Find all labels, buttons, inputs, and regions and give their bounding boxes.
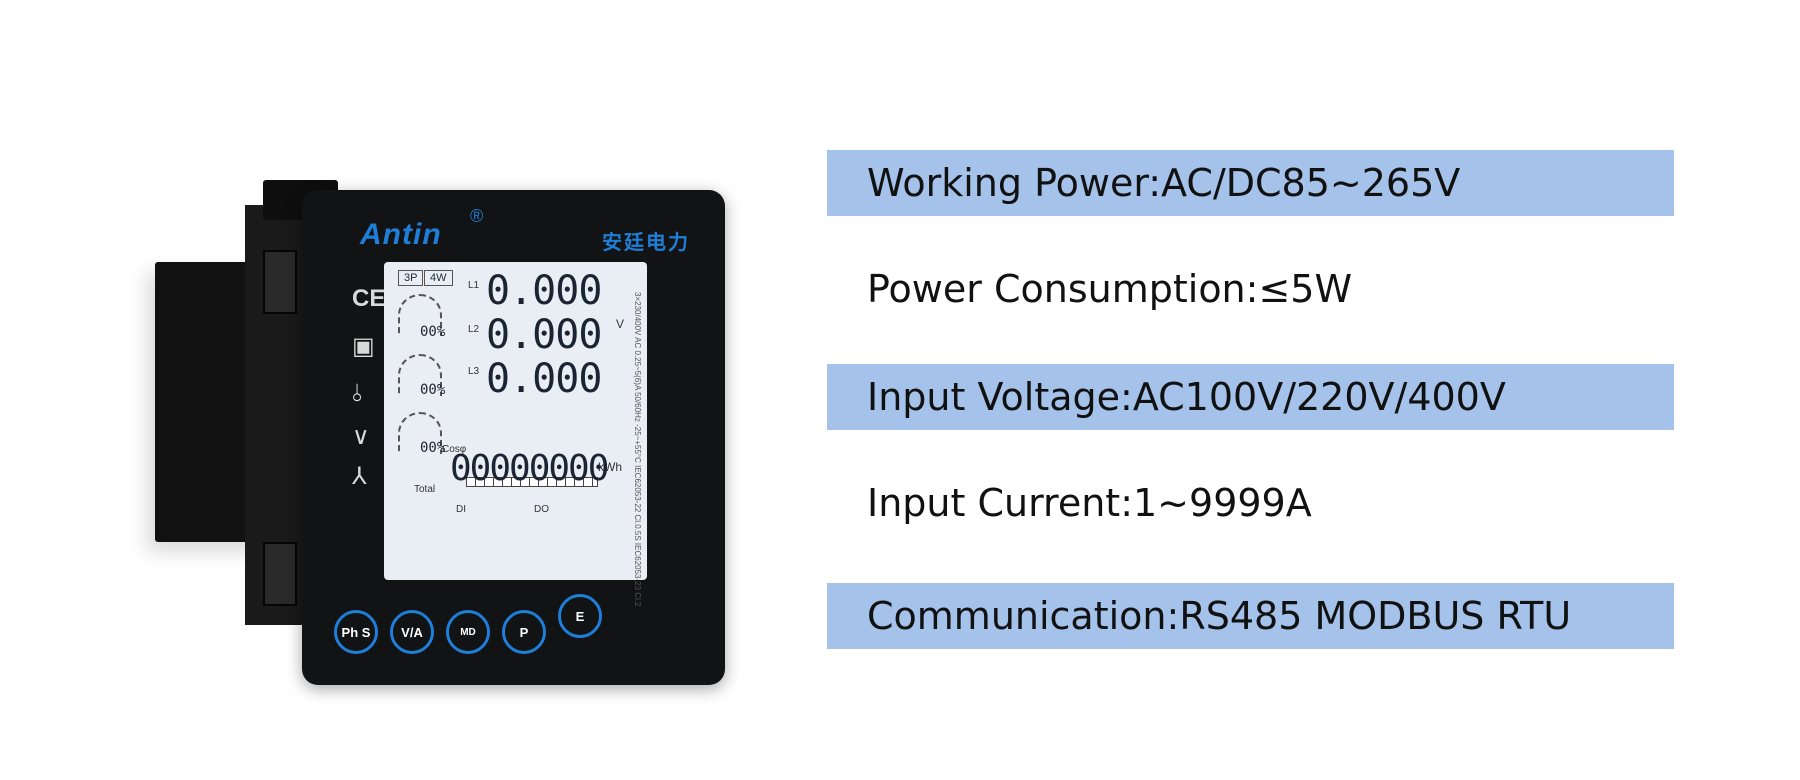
cos-phi-bar bbox=[466, 477, 598, 487]
do-label: DO bbox=[534, 504, 549, 515]
registered-mark: ® bbox=[470, 206, 485, 226]
line-label-l1: L1 bbox=[468, 280, 480, 291]
spec-row-communication: Communication:RS485 MODBUS RTU bbox=[827, 583, 1674, 649]
reading-l3: 0.000 bbox=[486, 356, 602, 402]
brand-logo: Antin ® bbox=[360, 206, 483, 252]
spec-communication: Communication:RS485 MODBUS RTU bbox=[867, 594, 1572, 638]
lcd-display: 3P 4W L1 L2 L3 0.000 0.000 0.000 V 00% 0… bbox=[384, 262, 647, 607]
energy-label: E bbox=[575, 608, 585, 624]
power-button[interactable]: P bbox=[502, 610, 546, 654]
meter-front-panel: Antin ® 安廷电力 CE ▣ ⫰ ∨ ⅄ 3P 4W L1 L2 L3 0… bbox=[302, 190, 725, 685]
line-label-l3: L3 bbox=[468, 366, 480, 377]
di-label: DI bbox=[456, 504, 466, 515]
phase-tag: 3P bbox=[398, 270, 424, 286]
pct-2: 00% bbox=[420, 382, 446, 398]
double-insulation-icon: ▣ bbox=[352, 333, 375, 360]
pct-1: 00% bbox=[420, 324, 446, 340]
mounting-clip-lower bbox=[263, 542, 297, 606]
rated-spec-text: 3×230/400V AC 0.25~5(6)A 50/60Hz -25~+55… bbox=[633, 292, 642, 607]
spec-power-consumption: Power Consumption:≤5W bbox=[867, 267, 1353, 311]
volt-amp-label: V/A bbox=[401, 624, 423, 640]
spec-row-input-current: Input Current:1~9999A bbox=[827, 470, 1674, 536]
energy-unit: kWh bbox=[598, 460, 622, 474]
brand-logo-text: Antin bbox=[360, 218, 442, 251]
ce-mark: CE bbox=[352, 285, 386, 312]
spec-row-working-power: Working Power:AC/DC85~265V bbox=[827, 150, 1674, 216]
phase-esc-button[interactable]: Ph S bbox=[334, 610, 378, 654]
delta-icon: ∨ bbox=[352, 423, 370, 450]
brand-chinese: 安廷电力 bbox=[602, 232, 690, 254]
phase-esc-label: Ph S bbox=[341, 624, 371, 640]
load-gauge-2 bbox=[398, 354, 442, 396]
spec-working-power: Working Power:AC/DC85~265V bbox=[867, 161, 1461, 205]
load-gauge-3 bbox=[398, 412, 442, 454]
spec-row-input-voltage: Input Voltage:AC100V/220V/400V bbox=[827, 364, 1674, 430]
spec-input-voltage: Input Voltage:AC100V/220V/400V bbox=[867, 375, 1506, 419]
energy-value: 00000000 bbox=[450, 448, 609, 489]
spec-row-power-consumption: Power Consumption:≤5W bbox=[827, 256, 1674, 322]
md-pf-hz-button[interactable]: MD bbox=[446, 610, 490, 654]
energy-enter-button[interactable]: E bbox=[558, 594, 602, 638]
volt-amp-button[interactable]: V/A bbox=[390, 610, 434, 654]
total-label: Total bbox=[414, 484, 436, 495]
line-label-l2: L2 bbox=[468, 324, 480, 335]
mounting-clip-upper bbox=[263, 250, 297, 314]
reading-l1: 0.000 bbox=[486, 268, 602, 314]
cos-label: Cosφ bbox=[442, 444, 467, 455]
pct-3: 00% bbox=[420, 440, 446, 456]
wire-tag: 4W bbox=[424, 270, 453, 286]
power-meter-image: Antin ® 安廷电力 CE ▣ ⫰ ∨ ⅄ 3P 4W L1 L2 L3 0… bbox=[145, 170, 725, 690]
single-phase-icon: ⫰ bbox=[352, 380, 363, 407]
spec-input-current: Input Current:1~9999A bbox=[867, 481, 1312, 525]
md-label: MD bbox=[460, 626, 476, 638]
load-gauge-1 bbox=[398, 294, 442, 336]
star-icon: ⅄ bbox=[352, 463, 367, 490]
unit-volt: V bbox=[616, 317, 625, 331]
power-label: P bbox=[519, 624, 529, 640]
reading-l2: 0.000 bbox=[486, 312, 602, 358]
